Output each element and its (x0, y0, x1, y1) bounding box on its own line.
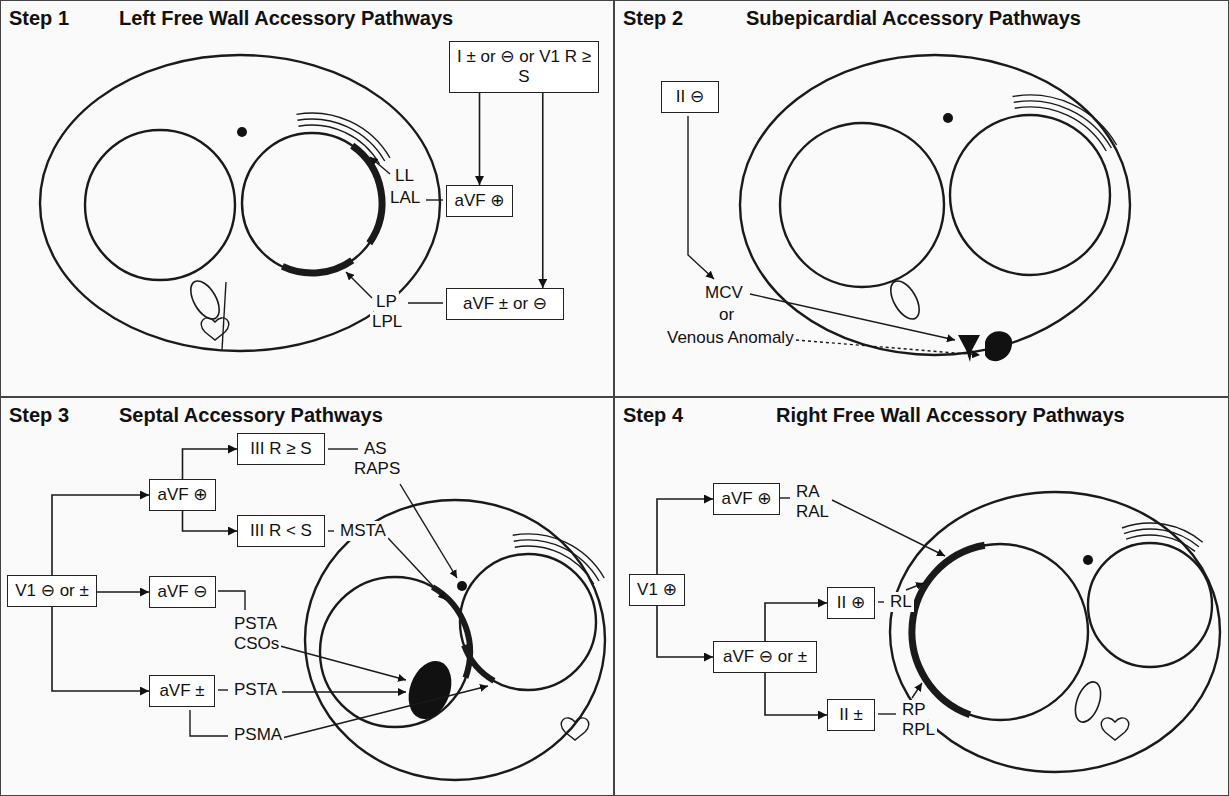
step-title: Septal Accessory Pathways (119, 403, 383, 427)
connector-arrow (183, 511, 238, 531)
connector-arrow (52, 607, 149, 691)
step-title: Left Free Wall Accessory Pathways (119, 6, 453, 30)
criterion-box: aVF ⊕ (713, 483, 780, 515)
connector-arrow (183, 449, 238, 479)
criterion-box: aVF ± (149, 675, 215, 707)
step-panel: Step 1 Left Free Wall Accessory PathwaysI… (0, 0, 614, 397)
criterion-text: II ⊖ (676, 87, 704, 106)
pathway-label: PSMA (232, 725, 284, 745)
criterion-text: aVF ⊖ (157, 582, 207, 601)
connector-arrow (542, 93, 544, 288)
connector-arrow (765, 603, 827, 641)
step-panel: Step 3 Septal Accessory Pathways V1 ⊖ or ±… (0, 397, 614, 796)
criterion-text: aVF ± (159, 681, 204, 700)
criterion-text: II ⊕ (837, 593, 865, 612)
step-title: Subepicardial Accessory Pathways (746, 6, 1081, 30)
connector-arrow (657, 499, 713, 574)
connector-arrow (657, 606, 713, 657)
criterion-text: III R ≥ S (250, 439, 311, 458)
criterion-box: I ± or ⊖ or V1 R ≥ S (449, 41, 599, 93)
criterion-box: aVF ⊕ (446, 185, 513, 217)
criterion-text: aVF ⊖ or ± (723, 647, 807, 666)
criterion-box: aVF ⊖ (149, 576, 216, 608)
pathway-label: Venous Anomaly (665, 328, 796, 348)
pathway-label: RAPS (352, 459, 402, 479)
criterion-box: V1 ⊕ (629, 574, 685, 606)
criterion-box: II ⊕ (827, 587, 875, 619)
pathway-label: RAL (794, 502, 831, 522)
criterion-text: aVF ± or ⊖ (463, 294, 547, 313)
criterion-text: aVF ⊕ (157, 485, 207, 504)
step-number: Step 3 (9, 403, 69, 427)
criterion-box: aVF ⊖ or ± (713, 641, 817, 673)
pathway-label: MSTA (338, 521, 388, 541)
step-number: Step 4 (623, 403, 683, 427)
pathway-label: PSTA (232, 680, 279, 700)
pathway-label: PSTA (232, 614, 279, 634)
criterion-text: aVF ⊕ (721, 489, 771, 508)
pathway-label: LPL (370, 312, 404, 332)
criterion-text: V1 ⊖ or ± (15, 581, 89, 600)
criterion-box: V1 ⊖ or ± (7, 575, 97, 607)
criterion-box: aVF ± or ⊖ (446, 288, 564, 320)
connector-arrow (97, 591, 149, 593)
connector-arrow (765, 673, 827, 715)
criterion-box: II ⊖ (661, 81, 719, 113)
criterion-text: III R < S (250, 521, 312, 540)
leader-lines (190, 116, 980, 738)
pathway-label: LAL (388, 188, 422, 208)
step-title: Right Free Wall Accessory Pathways (776, 403, 1125, 427)
pathway-label: LP (374, 292, 399, 312)
pathway-label: AS (362, 439, 389, 459)
pathway-label: RL (888, 592, 914, 612)
pathway-label: RP (900, 700, 928, 720)
pathway-label: RA (794, 482, 822, 502)
connector-arrow (52, 495, 149, 575)
criterion-box: III R ≥ S (237, 433, 325, 465)
pathway-label: MCV (703, 283, 745, 303)
pathway-label: LL (393, 166, 416, 186)
step-number: Step 2 (623, 6, 683, 30)
pathway-label: RPL (900, 720, 937, 740)
criterion-box: III R < S (237, 515, 325, 547)
step-number: Step 1 (9, 6, 69, 30)
connector-arrow (479, 93, 481, 185)
criterion-text: II ± (839, 705, 863, 724)
criterion-box: aVF ⊕ (149, 479, 216, 511)
criterion-text: V1 ⊕ (637, 580, 677, 599)
pathway-label: or (717, 305, 736, 325)
pathway-label: CSOs (232, 634, 281, 654)
criterion-box: II ± (827, 699, 875, 731)
criterion-text: I ± or ⊖ or V1 R ≥ S (457, 47, 591, 86)
criterion-text: aVF ⊕ (454, 191, 504, 210)
